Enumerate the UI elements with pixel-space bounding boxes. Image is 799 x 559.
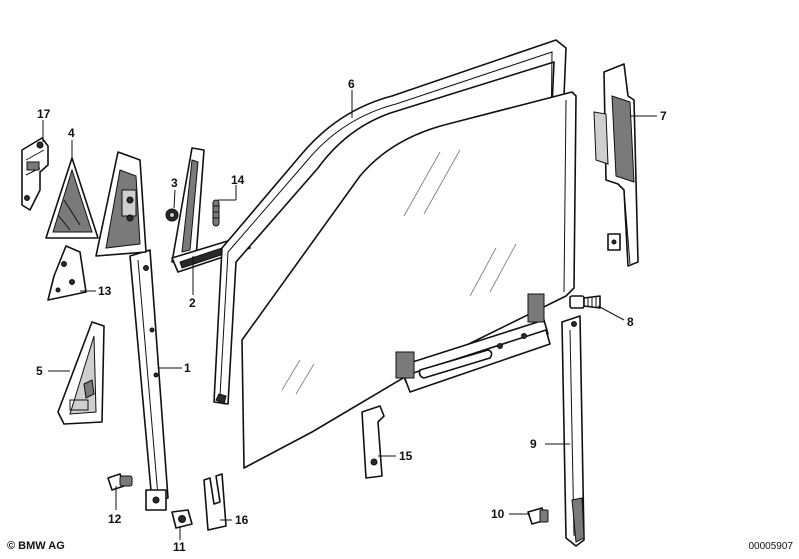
part-17-bracket[interactable] bbox=[21, 137, 49, 211]
part-16-fork-bracket[interactable] bbox=[203, 473, 227, 531]
label-part-14[interactable]: 14 bbox=[231, 173, 245, 187]
label-part-13[interactable]: 13 bbox=[98, 284, 112, 298]
part-13-corner-cap[interactable] bbox=[47, 245, 87, 301]
label-part-7[interactable]: 7 bbox=[660, 109, 667, 123]
part-11-nut[interactable] bbox=[171, 509, 193, 529]
door-glass-pane[interactable] bbox=[241, 91, 577, 469]
diagram-number: 00005907 bbox=[748, 541, 794, 552]
label-part-2[interactable]: 2 bbox=[189, 296, 196, 310]
label-part-5[interactable]: 5 bbox=[36, 364, 43, 378]
quarter-window-frame[interactable] bbox=[95, 151, 147, 257]
copyright-notice: © BMW AG bbox=[7, 540, 65, 552]
part-12-screw[interactable] bbox=[107, 473, 133, 491]
part-3-clip[interactable] bbox=[165, 208, 179, 222]
part-1-guide-rail[interactable] bbox=[129, 249, 169, 511]
leader-lines bbox=[42, 90, 657, 540]
label-part-15[interactable]: 15 bbox=[399, 449, 413, 463]
window-lift-rail[interactable] bbox=[395, 293, 551, 393]
part-7-rear-guide[interactable] bbox=[593, 63, 639, 267]
label-part-10[interactable]: 10 bbox=[491, 507, 505, 521]
label-part-8[interactable]: 8 bbox=[627, 315, 634, 329]
label-part-12[interactable]: 12 bbox=[108, 512, 122, 526]
label-part-4[interactable]: 4 bbox=[68, 126, 75, 140]
part-2-seal-channel[interactable] bbox=[171, 147, 251, 273]
label-part-9[interactable]: 9 bbox=[530, 437, 537, 451]
part-10-screw[interactable] bbox=[527, 507, 549, 525]
label-part-16[interactable]: 16 bbox=[235, 513, 249, 527]
part-9-lower-guide-rail[interactable] bbox=[561, 315, 585, 547]
label-part-3[interactable]: 3 bbox=[171, 176, 178, 190]
part-14-pin[interactable] bbox=[212, 199, 220, 227]
part-4-triangular-trim[interactable] bbox=[45, 157, 99, 239]
part-15-holder[interactable] bbox=[361, 405, 385, 479]
label-part-6[interactable]: 6 bbox=[348, 77, 355, 91]
label-part-1[interactable]: 1 bbox=[184, 361, 191, 375]
part-5-quarter-window[interactable] bbox=[57, 321, 105, 425]
part-8-bolt[interactable] bbox=[569, 295, 601, 309]
label-part-11[interactable]: 11 bbox=[173, 540, 186, 554]
part-labels: 17 4 3 14 2 13 5 1 6 7 8 9 10 15 12 11 1… bbox=[36, 77, 667, 554]
label-part-17[interactable]: 17 bbox=[37, 107, 51, 121]
